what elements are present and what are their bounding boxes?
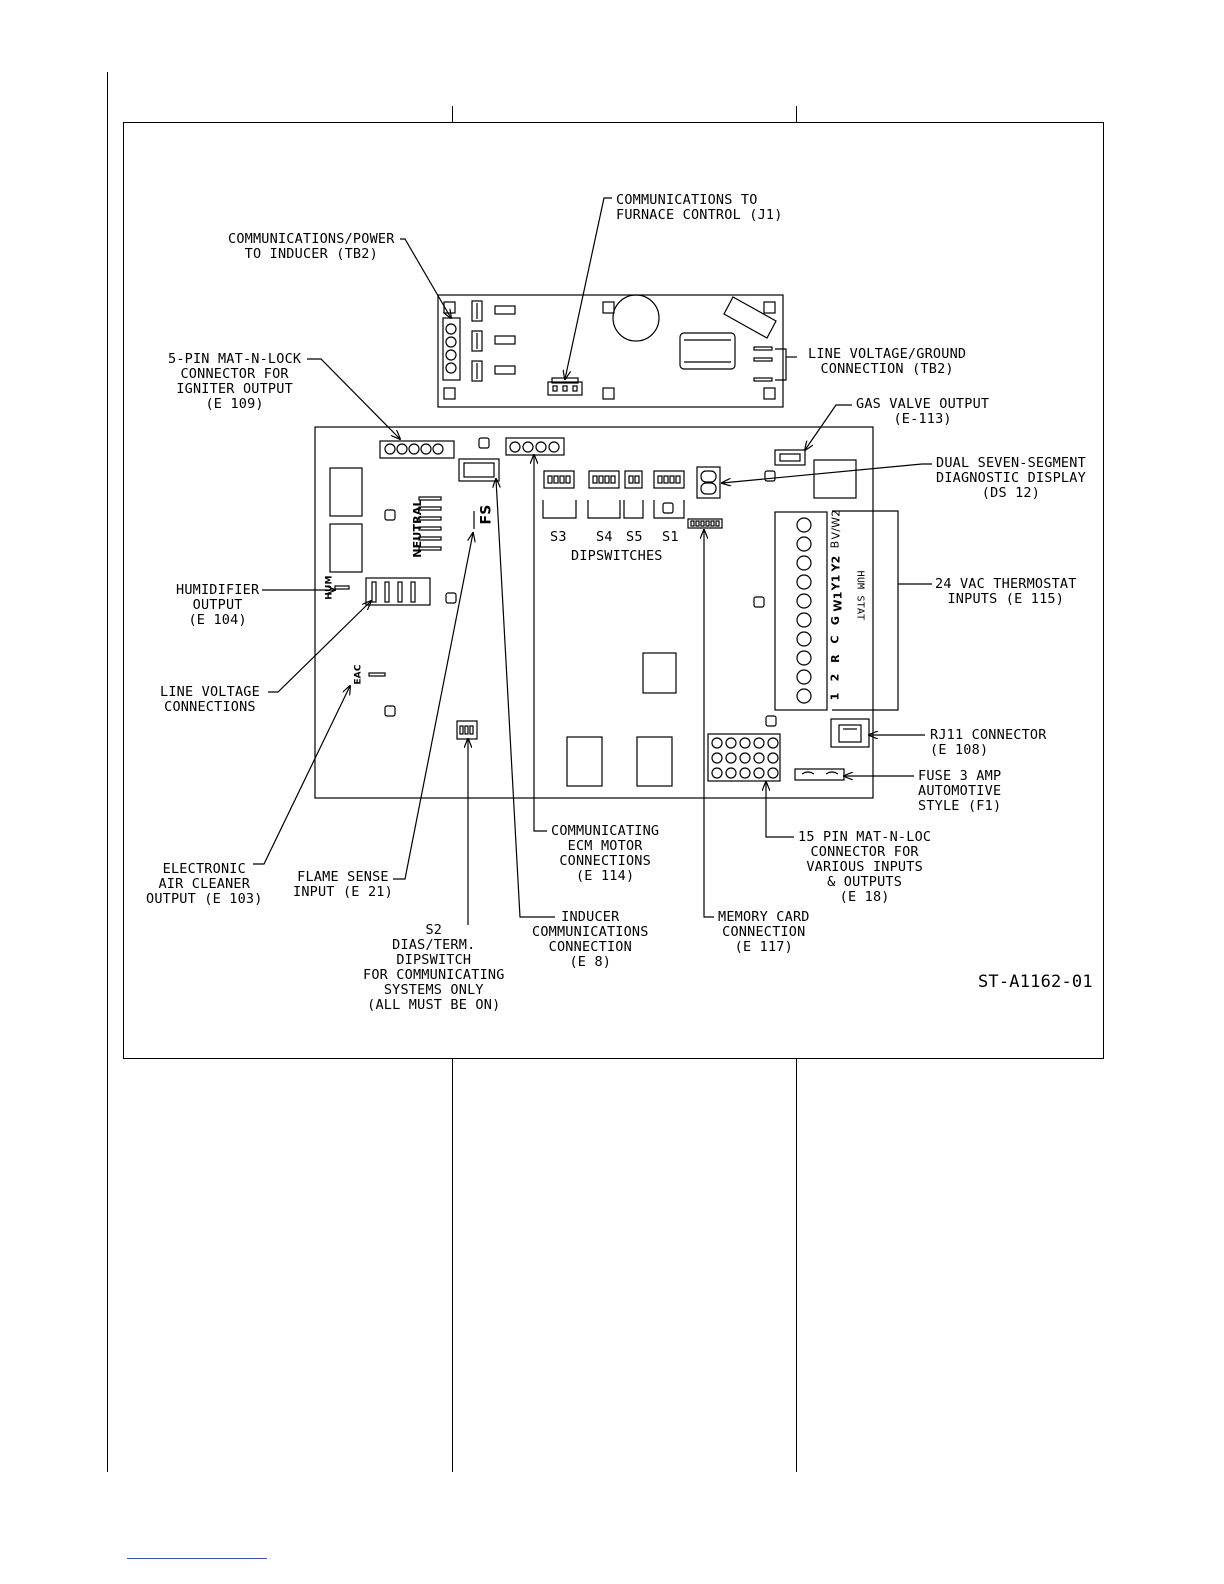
- line-voltage-terminals: [365, 577, 431, 606]
- terminal-g: G: [829, 615, 843, 626]
- terminal-y2: Y2: [829, 555, 843, 572]
- neutral-terminals: [418, 496, 442, 551]
- rj11-jack: [830, 718, 870, 748]
- label-line-voltage-conn: LINE VOLTAGE CONNECTIONS: [160, 684, 260, 715]
- label-thermostat: 24 VAC THERMOSTAT INPUTS (E 115): [935, 576, 1077, 607]
- fifteen-pin-connector: [707, 733, 781, 782]
- column-rule-bottom-1: [452, 1059, 453, 1472]
- s4-dipswitch: [588, 470, 620, 489]
- leader-fifteen-pin: [766, 782, 794, 838]
- eac-terminal: [368, 672, 386, 677]
- leader-dual-display: [722, 463, 932, 483]
- terminal-2: 2: [828, 673, 842, 682]
- terminal-r: R: [828, 654, 842, 663]
- label-dual-display: DUAL SEVEN-SEGMENT DIAGNOSTIC DISPLAY (D…: [936, 455, 1086, 501]
- label-ecm-motor: COMMUNICATING ECM MOTOR CONNECTIONS (E 1…: [551, 823, 660, 884]
- label-rj11: RJ11 CONNECTOR (E 108): [930, 727, 1047, 758]
- leader-gas-valve: [805, 404, 852, 450]
- main-transformer-block: [813, 459, 857, 499]
- leader-eac: [253, 686, 350, 865]
- label-fs: FS: [478, 504, 495, 525]
- memory-card-connector: [687, 518, 723, 529]
- label-hum-stat: HUM STAT: [854, 570, 866, 621]
- relay-k2: [636, 736, 673, 787]
- terminal-c: C: [828, 635, 842, 644]
- s1-dipswitch: [653, 470, 685, 489]
- fuse: [794, 768, 845, 781]
- label-line-voltage-ground: LINE VOLTAGE/GROUND CONNECTION (TB2): [808, 346, 967, 377]
- leader-comm-furnace: [565, 197, 612, 379]
- inducer-comm-connector: [458, 458, 500, 482]
- leader-five-pin: [307, 358, 400, 439]
- terminal-1: 1: [828, 692, 842, 701]
- thermostat-terminals: [796, 517, 812, 704]
- main-board: [314, 426, 874, 799]
- thermostat-terminal-block: [774, 511, 828, 711]
- label-neutral: NEUTRAL: [410, 499, 424, 558]
- gas-valve-connector: [774, 449, 806, 466]
- label-humidifier: HUMIDIFIER OUTPUT (E 104): [176, 582, 260, 628]
- tb2-line-voltage-pins: [753, 346, 773, 382]
- ecm-connector: [505, 437, 565, 456]
- s3-dipswitch: [543, 470, 575, 489]
- terminal-v-w2: V/W2: [829, 509, 843, 540]
- label-inducer-comm: INDUCER COMMUNICATIONS CONNECTION (E 8): [532, 909, 649, 970]
- figure-frame: [123, 122, 1104, 1059]
- label-fifteen-pin: 15 PIN MAT-N-LOC CONNECTOR FOR VARIOUS I…: [798, 829, 932, 905]
- inducer-board: [437, 294, 784, 408]
- part-number: ST-A1162-01: [978, 972, 1093, 992]
- label-five-pin: 5-PIN MAT-N-LOCK CONNECTOR FOR IGNITER O…: [168, 351, 302, 412]
- s2-dipswitch: [456, 720, 478, 740]
- igniter-connector: [379, 440, 455, 459]
- s5-dipswitch: [624, 470, 643, 489]
- page-left-rule: [107, 72, 108, 1472]
- label-s3: S3: [550, 529, 567, 545]
- terminal-w1: W1: [831, 591, 845, 612]
- column-rule-top-2: [796, 106, 797, 122]
- label-eac: ELECTRONIC AIR CLEANER OUTPUT (E 103): [146, 861, 263, 907]
- relay-k1: [566, 736, 603, 787]
- leader-flame-sense: [393, 533, 473, 880]
- label-memory-card: MEMORY CARD CONNECTION (E 117): [718, 909, 810, 955]
- leader-comm-power: [400, 238, 451, 318]
- tb2-inducer-connector: [442, 317, 461, 381]
- inducer-relays: [471, 300, 516, 382]
- inducer-diagonal-part: [723, 296, 777, 339]
- leader-thermostat: [832, 510, 899, 711]
- label-eac-board: EAC: [353, 664, 364, 685]
- terminal-b: B: [828, 540, 842, 549]
- leader-memory-card: [704, 530, 714, 918]
- label-s5: S5: [626, 529, 643, 545]
- label-fuse: FUSE 3 AMP AUTOMOTIVE STYLE (F1): [918, 768, 1002, 814]
- leader-line-voltage-conn: [268, 601, 371, 693]
- column-rule-bottom-2: [796, 1059, 797, 1472]
- seven-segment-display: [696, 466, 721, 499]
- label-s2-dipswitch: S2 DIAS/TERM. DIPSWITCH FOR COMMUNICATIN…: [363, 922, 505, 1013]
- label-s4: S4: [596, 529, 613, 545]
- inducer-capacitor: [612, 294, 660, 342]
- dipswitch-brackets: [542, 500, 685, 519]
- label-s1: S1: [662, 529, 679, 545]
- terminal-y1: Y1: [829, 574, 843, 591]
- label-comm-power: COMMUNICATIONS/POWER TO INDUCER (TB2): [228, 231, 395, 262]
- footer-link-underline[interactable]: [127, 1558, 267, 1559]
- column-rule-top-1: [452, 106, 453, 122]
- processor-chip: [642, 652, 677, 694]
- label-dipswitches: DIPSWITCHES: [571, 548, 663, 564]
- j1-connector: [547, 377, 583, 396]
- leader-inducer-comm: [496, 479, 555, 918]
- label-hum: HUM: [324, 575, 335, 600]
- label-gas-valve: GAS VALVE OUTPUT (E-113): [856, 396, 990, 427]
- left-relays: [329, 467, 363, 573]
- leader-ecm: [534, 455, 547, 832]
- leader-line-voltage-ground: [775, 348, 787, 381]
- label-flame-sense: FLAME SENSE INPUT (E 21): [293, 869, 393, 900]
- inducer-transformer: [679, 332, 736, 370]
- label-comm-furnace: COMMUNICATIONS TO FURNACE CONTROL (J1): [616, 192, 783, 223]
